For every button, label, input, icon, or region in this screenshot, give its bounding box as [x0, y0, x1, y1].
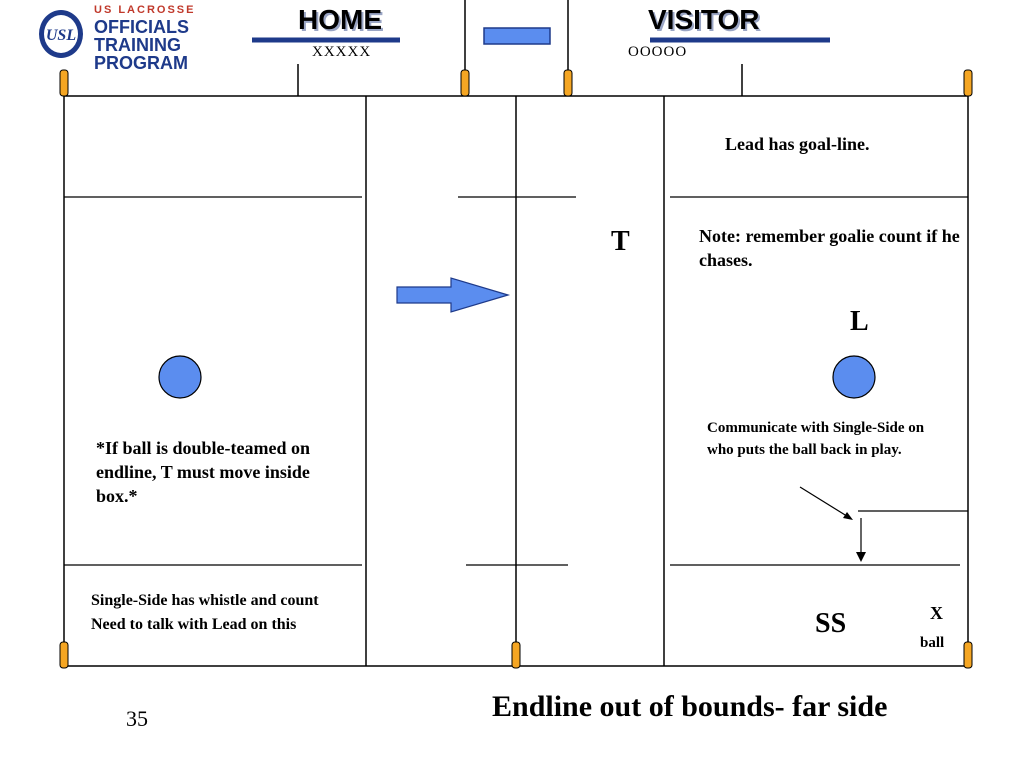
communicate-note: Communicate with Single-Side on who puts…: [707, 420, 925, 458]
scorer-table: [483, 27, 551, 45]
visitor-sub-label: OOOOO: [628, 44, 688, 60]
single-side-note-2: Need to talk with Lead on this: [91, 616, 297, 633]
lead-goal-line-note: Lead has goal-line.: [725, 134, 870, 154]
x-marker-label: X: [930, 603, 943, 623]
goalie-count-note: Note: remember goalie count if he chases…: [699, 226, 960, 270]
pylon-top-right-icon: [963, 69, 973, 97]
logo-line-2: TRAINING: [94, 35, 181, 55]
logo-badge-text: USL: [46, 27, 76, 44]
single-side-official-label: SS: [815, 608, 847, 639]
trail-official-label: T: [611, 226, 630, 257]
pointer-arrow-diagonal: [799, 486, 851, 519]
pointer-arrowhead-down-icon: [856, 552, 866, 562]
left-goal-circle: [158, 355, 202, 399]
logo: USL US LACROSSE OFFICIALS TRAINING PROGR…: [36, 4, 206, 72]
pointer-arrowhead-diagonal-icon: [843, 512, 853, 520]
ball-label: ball: [920, 635, 945, 651]
usl-badge-icon: USL: [39, 10, 83, 58]
pylon-bottom-left-icon: [59, 641, 69, 669]
pylon-top-left-icon: [59, 69, 69, 97]
pylon-top-center-right-icon: [563, 69, 573, 97]
single-side-note-1: Single-Side has whistle and count: [91, 592, 319, 609]
slide-title: Endline out of bounds- far side: [492, 690, 888, 723]
lead-official-label: L: [850, 306, 869, 337]
slide-number: 35: [126, 706, 148, 731]
pylon-bottom-right-icon: [963, 641, 973, 669]
double-team-note: *If ball is double-teamed on endline, T …: [96, 438, 311, 506]
play-direction-arrow-icon: [396, 277, 511, 313]
pylon-bottom-center-icon: [511, 641, 521, 669]
pylon-top-center-left-icon: [460, 69, 470, 97]
logo-line-3: PROGRAM: [94, 53, 188, 73]
home-label: HOME: [298, 4, 382, 35]
logo-top-line: US LACROSSE: [94, 4, 196, 16]
logo-line-1: OFFICIALS: [94, 17, 189, 37]
home-sub-label: XXXXX: [312, 44, 372, 60]
right-goal-circle: [832, 355, 876, 399]
visitor-label: VISITOR: [648, 4, 760, 35]
